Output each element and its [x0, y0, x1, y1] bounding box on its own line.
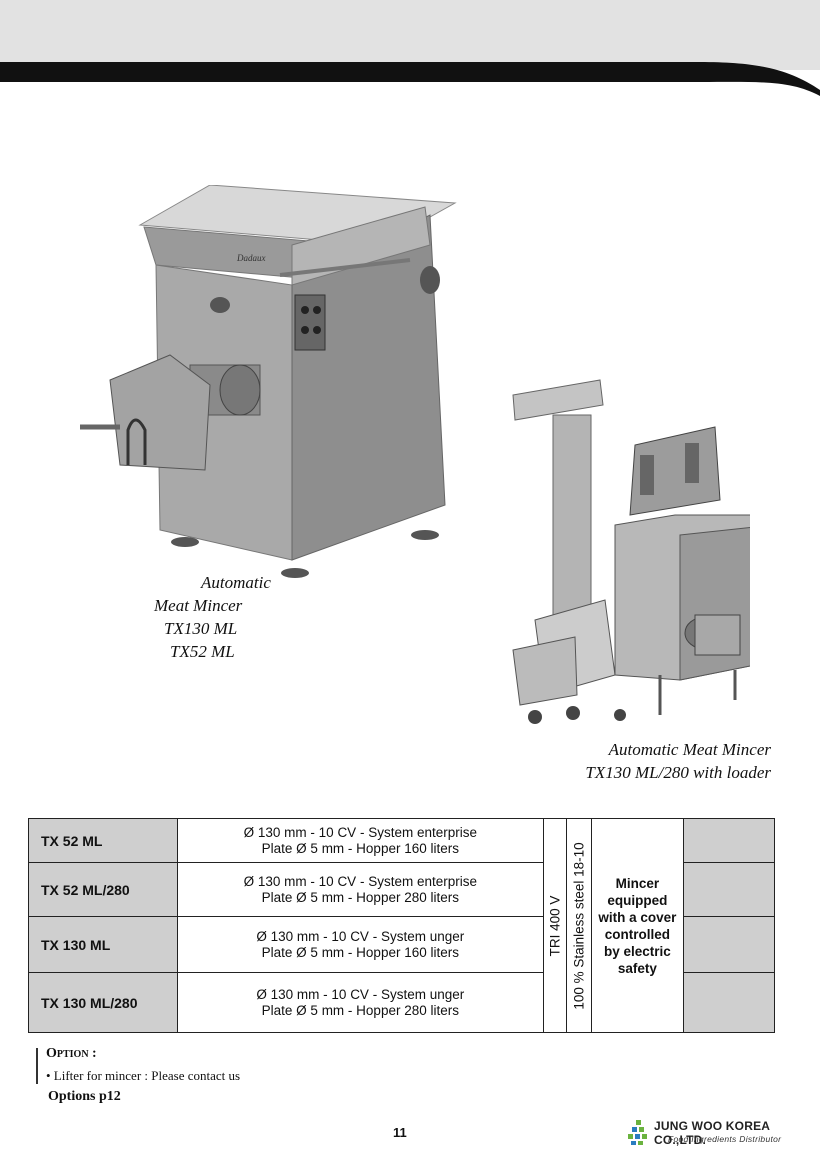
mincer-caption-line-2: Meat Mincer: [154, 596, 243, 615]
description-line-1: Ø 130 mm - 10 CV - System enterprise: [243, 824, 477, 840]
description-line-2: Plate Ø 5 mm - Hopper 280 liters: [261, 1002, 459, 1018]
mincer-caption-line-1: Automatic: [201, 573, 271, 592]
model-cell: TX 52 ML: [28, 818, 178, 863]
voltage-text: TRI 400 V: [547, 895, 563, 956]
header-band: [0, 0, 820, 96]
mincer-with-loader-image: [512, 379, 750, 724]
company-logo: JUNG WOO KOREA CO.,LTD. Food Ingredients…: [626, 1118, 806, 1148]
model-cell: TX 130 ML/280: [28, 972, 178, 1033]
meat-mincer-image: [80, 185, 457, 578]
note-line: equipped: [607, 892, 668, 908]
description-cell: Ø 130 mm - 10 CV - System unger Plate Ø …: [176, 972, 545, 1033]
note-line: by electric: [604, 943, 671, 959]
description-cell: Ø 130 mm - 10 CV - System unger Plate Ø …: [176, 916, 545, 973]
note-line: safety: [617, 960, 657, 976]
empty-gray-cell: [682, 972, 776, 1033]
loader-caption-line-1: Automatic Meat Mincer: [608, 740, 771, 759]
table-row: TX 52 ML/280 Ø 130 mm - 10 CV - System e…: [28, 862, 776, 917]
empty-gray-cell: [682, 916, 776, 973]
description-line-1: Ø 130 mm - 10 CV - System unger: [256, 986, 465, 1002]
loader-caption-line-2: TX130 ML/280 with loader: [585, 763, 771, 782]
note-line: controlled: [604, 926, 671, 942]
material-text: 100 % Stainless steel 18-10: [571, 841, 587, 1010]
logo-mark-icon: [628, 1120, 647, 1145]
page-number: 11: [393, 1125, 407, 1140]
mincer-caption-line-4: TX52 ML: [170, 642, 235, 661]
material-cell: 100 % Stainless steel 18-10: [566, 818, 593, 1033]
model-cell: TX 130 ML: [28, 916, 178, 973]
brand-plate: Dadaux: [237, 253, 266, 263]
description-line-1: Ø 130 mm - 10 CV - System enterprise: [243, 873, 477, 889]
description-cell: Ø 130 mm - 10 CV - System enterprise Pla…: [176, 862, 545, 917]
mincer-caption-line-3: TX130 ML: [164, 619, 238, 638]
options-page-link[interactable]: Options p12: [48, 1089, 121, 1104]
safety-note-cell: Mincer equipped with a cover controlled …: [591, 818, 684, 1033]
description-line-2: Plate Ø 5 mm - Hopper 160 liters: [261, 840, 459, 856]
note-line: with a cover: [598, 909, 677, 925]
table-row: TX 52 ML Ø 130 mm - 10 CV - System enter…: [28, 818, 776, 1033]
loader-caption: Automatic Meat Mincer TX130 ML/280 with …: [555, 738, 771, 784]
description-cell: Ø 130 mm - 10 CV - System enterprise Pla…: [176, 818, 545, 863]
empty-gray-cell: [682, 862, 776, 917]
logo-company-name: JUNG WOO KOREA CO.,LTD.: [654, 1119, 770, 1147]
option-divider: [36, 1048, 38, 1084]
voltage-cell: TRI 400 V: [543, 818, 568, 1033]
spec-table: TX 52 ML Ø 130 mm - 10 CV - System enter…: [28, 818, 776, 1033]
logo-tagline: Food Ingredients Distributor: [668, 1134, 782, 1144]
model-cell: TX 52 ML/280: [28, 862, 178, 917]
note-line: Mincer: [615, 875, 660, 891]
description-line-1: Ø 130 mm - 10 CV - System unger: [256, 928, 465, 944]
empty-gray-cell: [682, 818, 776, 863]
table-row: TX 130 ML/280 Ø 130 mm - 10 CV - System …: [28, 972, 776, 1033]
option-item: • Lifter for mincer : Please contact us: [46, 1068, 241, 1083]
table-row: TX 130 ML Ø 130 mm - 10 CV - System unge…: [28, 916, 776, 973]
mincer-caption: Automatic Meat Mincer TX130 ML TX52 ML: [154, 571, 294, 663]
description-line-2: Plate Ø 5 mm - Hopper 280 liters: [261, 889, 459, 905]
description-line-2: Plate Ø 5 mm - Hopper 160 liters: [261, 944, 459, 960]
option-title: Option :: [46, 1046, 97, 1061]
